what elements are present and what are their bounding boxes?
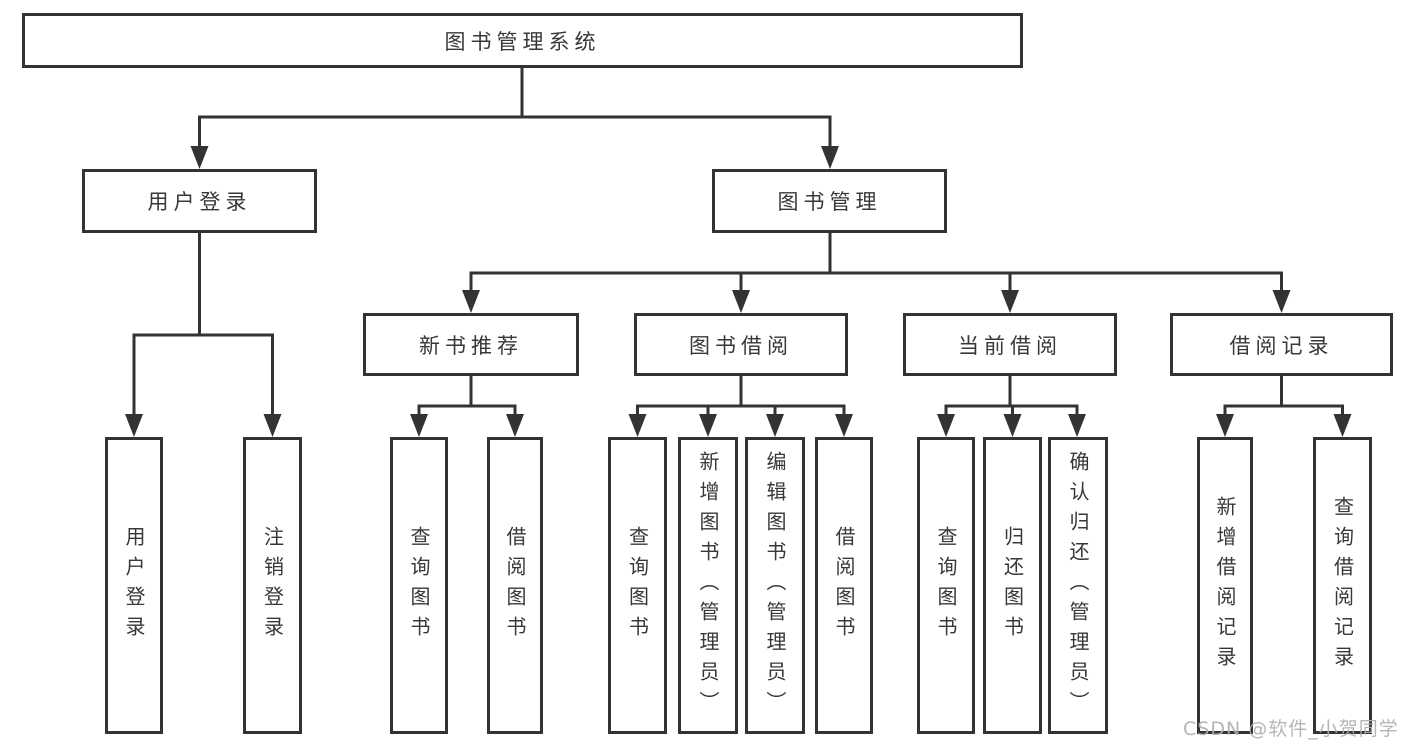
leaf-label: 新增借阅记录: [1213, 495, 1237, 676]
node-label: 新书推荐: [419, 333, 523, 358]
leaf-label: 查询图书: [625, 525, 650, 646]
leaf-confirm-return-admin: 确认归还（管理员）: [1048, 437, 1108, 734]
node-root-library-management-system: 图书管理系统: [22, 13, 1023, 68]
node-current-borrowing: 当前借阅: [903, 313, 1117, 376]
leaf-user-login: 用户登录: [105, 437, 163, 734]
leaf-query-books-2: 查询图书: [608, 437, 667, 734]
node-label: 图书借阅: [689, 333, 793, 358]
node-label: 当前借阅: [958, 333, 1062, 358]
leaf-add-borrow-record: 新增借阅记录: [1197, 437, 1253, 734]
leaf-label: 借阅图书: [503, 525, 527, 646]
leaf-add-book-admin: 新增图书（管理员）: [678, 437, 738, 734]
leaf-label: 借阅图书: [832, 525, 856, 646]
leaf-query-books-3: 查询图书: [917, 437, 975, 734]
node-label: 图书管理系统: [444, 29, 601, 54]
node-user-login: 用户登录: [82, 169, 317, 233]
leaf-label: 确认归还（管理员）: [1066, 450, 1090, 721]
node-borrowing-records: 借阅记录: [1170, 313, 1393, 376]
leaf-query-borrow-record: 查询借阅记录: [1313, 437, 1372, 734]
node-label: 用户登录: [147, 190, 252, 214]
leaf-borrow-books-1: 借阅图书: [487, 437, 543, 734]
node-label: 借阅记录: [1229, 333, 1334, 358]
node-label: 图书管理: [777, 190, 882, 214]
leaf-label: 编辑图书（管理员）: [763, 450, 787, 721]
leaf-label: 查询图书: [407, 525, 431, 646]
leaf-edit-book-admin: 编辑图书（管理员）: [745, 437, 805, 734]
node-book-management: 图书管理: [712, 169, 947, 233]
leaf-logout: 注销登录: [243, 437, 302, 734]
leaf-label: 注销登录: [260, 525, 285, 646]
leaf-label: 查询图书: [934, 525, 958, 646]
leaf-label: 归还图书: [1000, 525, 1025, 646]
node-book-borrowing: 图书借阅: [634, 313, 848, 376]
leaf-label: 查询借阅记录: [1330, 495, 1355, 676]
leaf-query-books-1: 查询图书: [390, 437, 448, 734]
leaf-label: 新增图书（管理员）: [696, 450, 720, 721]
leaf-return-book: 归还图书: [983, 437, 1042, 734]
csdn-watermark: CSDN @软件_小贺同学: [1183, 718, 1399, 740]
leaf-borrow-books-2: 借阅图书: [815, 437, 873, 734]
node-new-book-recommend: 新书推荐: [363, 313, 579, 376]
leaf-label: 用户登录: [122, 525, 146, 646]
